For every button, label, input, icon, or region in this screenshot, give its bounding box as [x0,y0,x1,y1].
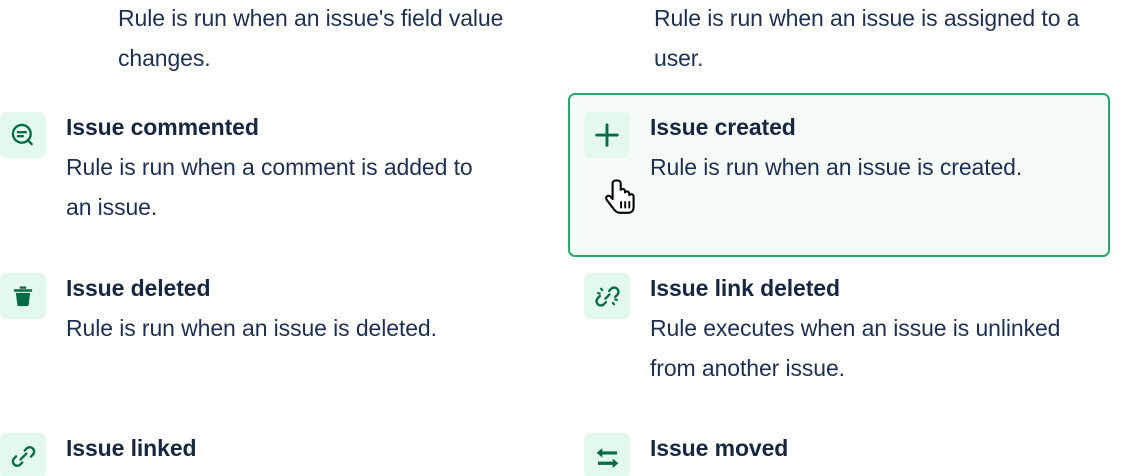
trigger-item-issue-created[interactable]: Issue created Rule is run when an issue … [584,112,1084,187]
trigger-title: Issue created [650,114,796,140]
trigger-text-block: Issue created Rule is run when an issue … [650,112,1084,187]
trigger-title: Issue linked [66,435,197,461]
comment-icon [0,112,46,158]
continuation-text-left: Rule is run when an issue's field value … [118,5,504,71]
trigger-description: Rule is run when a comment is added to a… [66,154,473,220]
trigger-description: Rule executes when an issue is unlinked … [650,315,1061,381]
trigger-title: Issue link deleted [650,275,840,301]
trigger-description: Rule is run when an issue is deleted. [66,315,437,341]
trigger-title: Issue deleted [66,275,211,301]
trigger-text-block: Issue moved [650,433,1084,462]
trigger-text-block: Issue linked [66,433,536,462]
trigger-text-block: Issue deleted Rule is run when an issue … [66,273,536,348]
trigger-item-issue-moved[interactable]: Issue moved [584,433,1084,476]
plus-icon [584,112,630,158]
trigger-text-block: Issue commented Rule is run when a comme… [66,112,536,227]
trigger-item-issue-linked[interactable]: Issue linked [0,433,536,476]
trigger-description: Rule is run when an issue is created. [650,154,1023,180]
selected-trigger-card-issue-created[interactable] [568,93,1110,257]
continuation-text-right: Rule is run when an issue is assigned to… [654,5,1080,71]
trigger-item-issue-commented[interactable]: Issue commented Rule is run when a comme… [0,112,536,227]
swap-arrows-icon [584,433,630,476]
trigger-item-issue-link-deleted[interactable]: Issue link deleted Rule executes when an… [584,273,1084,388]
trigger-title: Issue commented [66,114,259,140]
trash-icon [0,273,46,319]
broken-link-icon [584,273,630,319]
link-icon [0,433,46,476]
trigger-text-block: Issue link deleted Rule executes when an… [650,273,1084,388]
trigger-title: Issue moved [650,435,789,461]
trigger-item-issue-deleted[interactable]: Issue deleted Rule is run when an issue … [0,273,536,348]
